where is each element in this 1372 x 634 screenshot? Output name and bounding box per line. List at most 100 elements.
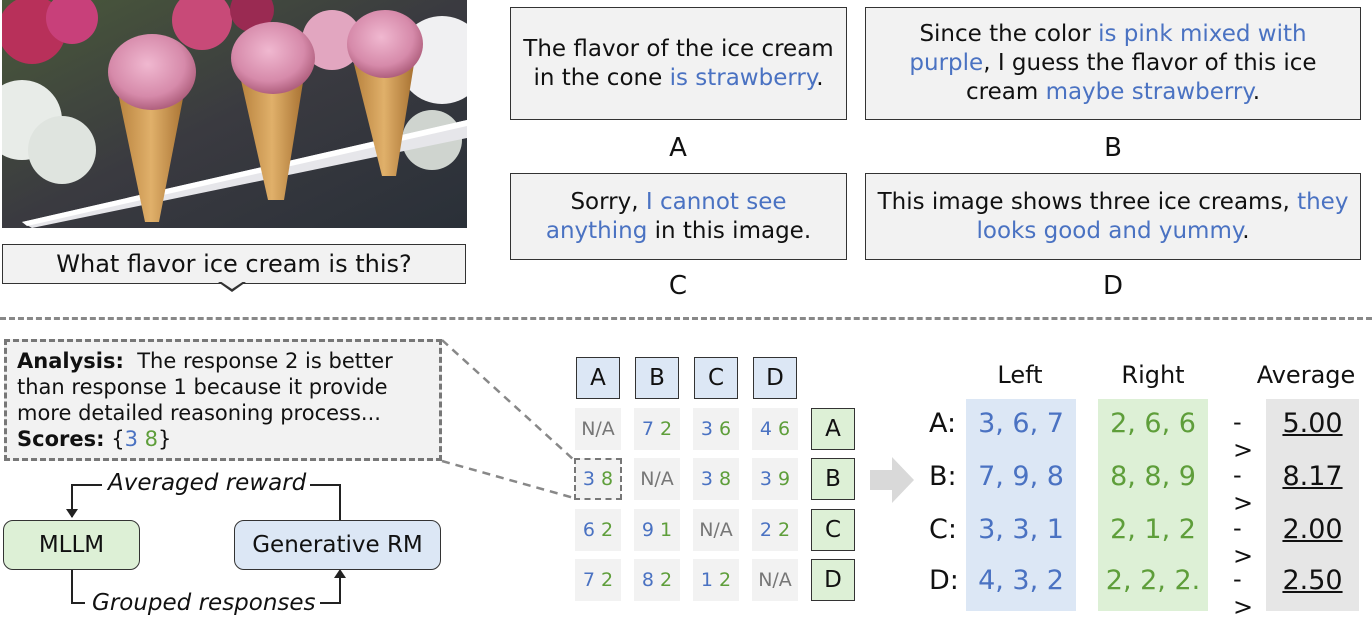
- average-header: Average: [1256, 361, 1356, 389]
- matrix-cell: 1 2: [693, 559, 739, 601]
- response-text-segment: I cannot see anything: [545, 188, 787, 244]
- response-text-segment: in this image.: [647, 217, 812, 244]
- left-score: 3: [582, 468, 595, 490]
- section-divider: [0, 317, 1372, 320]
- matrix-cell: 6 2: [575, 509, 621, 551]
- response-text-segment: The flavor of the ice cream in the cone: [523, 35, 834, 91]
- response-b-label: B: [1104, 133, 1122, 163]
- response-text-segment: Since the color: [919, 21, 1099, 47]
- score-left: 3: [124, 427, 138, 451]
- response-b-box: Since the color is pink mixed with purpl…: [865, 7, 1361, 120]
- right-scores: 2, 6, 6: [1110, 408, 1196, 439]
- right-header: Right: [1121, 361, 1185, 389]
- left-score: 9: [641, 519, 654, 541]
- left-score: 3: [759, 468, 772, 490]
- right-score: 2: [601, 569, 614, 591]
- matrix-row-label: C: [811, 509, 855, 551]
- matrix-col-header: D: [753, 357, 797, 399]
- scores-label: Scores:: [17, 427, 105, 451]
- response-c-box: Sorry, I cannot see anything in this ima…: [510, 173, 847, 260]
- matrix-row-label: A: [811, 408, 855, 450]
- matrix-cell: 8 2: [634, 559, 680, 601]
- matrix-col-header: B: [635, 357, 679, 399]
- analysis-text: The response 2 is better than response 1…: [17, 349, 393, 425]
- response-a-box: The flavor of the ice cream in the cone …: [510, 7, 847, 120]
- right-score: 6: [778, 418, 791, 440]
- matrix-cell: 7 2: [575, 559, 621, 601]
- matrix-cell: N/A: [752, 559, 798, 601]
- response-text-segment: is strawberry: [669, 64, 817, 91]
- left-score: 1: [700, 569, 713, 591]
- left-score: 6: [582, 519, 595, 541]
- ice-cream-photo: [2, 0, 467, 228]
- right-scores: 8, 8, 9: [1110, 461, 1196, 492]
- response-d-label: D: [1102, 271, 1124, 301]
- matrix-cell: 7 2: [634, 408, 680, 450]
- left-score: 3: [700, 468, 713, 490]
- mllm-box: MLLM: [3, 520, 140, 570]
- right-column-bg: [1098, 399, 1208, 611]
- left-score: 8: [641, 569, 654, 591]
- response-text-segment: , I guess the flavor of this ice cream: [966, 50, 1317, 105]
- right-score: 8: [601, 468, 614, 490]
- score-right: 8: [144, 427, 158, 451]
- result-arrow: ->: [1233, 514, 1254, 570]
- matrix-col-header: A: [576, 357, 620, 399]
- matrix-cell: 4 6: [752, 408, 798, 450]
- response-text-segment: This image shows three ice creams,: [877, 188, 1298, 215]
- right-score: 9: [778, 468, 791, 490]
- response-text-segment: .: [1242, 217, 1250, 244]
- na-text: N/A: [640, 468, 674, 490]
- averaged-reward-label: Averaged reward: [108, 470, 307, 496]
- average-score: 2.00: [1282, 514, 1343, 545]
- result-row-label: D:: [929, 565, 959, 596]
- right-score: 2: [601, 519, 614, 541]
- left-score: 3: [700, 418, 713, 440]
- right-score: 2: [778, 519, 791, 541]
- highlight-cell: [574, 458, 622, 500]
- left-score: 7: [641, 418, 654, 440]
- response-a-label: A: [669, 133, 687, 163]
- average-score: 8.17: [1282, 461, 1343, 492]
- question-text: What flavor ice cream is this?: [56, 250, 412, 278]
- left-scores: 3, 3, 1: [978, 514, 1064, 545]
- result-arrow: ->: [1233, 461, 1254, 517]
- matrix-cell: N/A: [693, 509, 739, 551]
- response-text-segment: .: [1252, 79, 1260, 105]
- matrix-cell: 9 1: [634, 509, 680, 551]
- matrix-row-label: D: [811, 559, 855, 601]
- response-text-segment: they looks good and yummy: [976, 188, 1349, 244]
- right-scores: 2, 1, 2: [1110, 514, 1196, 545]
- grouped-responses-label: Grouped responses: [92, 590, 316, 616]
- right-score: 2: [660, 569, 673, 591]
- response-d-box: This image shows three ice creams, they …: [865, 173, 1361, 260]
- average-column-bg: [1266, 399, 1359, 611]
- left-header: Left: [997, 361, 1043, 389]
- na-text: N/A: [699, 519, 733, 541]
- response-text-segment: maybe strawberry: [1045, 79, 1253, 105]
- response-text-segment: Sorry,: [570, 188, 646, 215]
- na-text: N/A: [758, 569, 792, 591]
- right-score: 2: [719, 569, 732, 591]
- matrix-cell: 2 2: [752, 509, 798, 551]
- right-score: 2: [660, 418, 673, 440]
- right-score: 1: [660, 519, 673, 541]
- average-score: 5.00: [1282, 408, 1343, 439]
- na-text: N/A: [581, 418, 615, 440]
- average-score: 2.50: [1282, 565, 1343, 596]
- left-scores: 3, 6, 7: [978, 408, 1064, 439]
- generative-rm-box: Generative RM: [234, 520, 441, 570]
- matrix-cell: 3 9: [752, 458, 798, 500]
- question-box: What flavor ice cream is this?: [2, 244, 466, 284]
- left-score: 4: [759, 418, 772, 440]
- result-arrow: ->: [1233, 408, 1254, 464]
- matrix-cell: 3 8: [693, 458, 739, 500]
- matrix-cell: 3 8: [575, 458, 621, 500]
- right-score: 6: [719, 418, 732, 440]
- matrix-cell: 3 6: [693, 408, 739, 450]
- right-scores: 2, 2, 2.: [1105, 565, 1201, 596]
- matrix-col-header: C: [694, 357, 738, 399]
- matrix-cell: N/A: [634, 458, 680, 500]
- right-score: 8: [719, 468, 732, 490]
